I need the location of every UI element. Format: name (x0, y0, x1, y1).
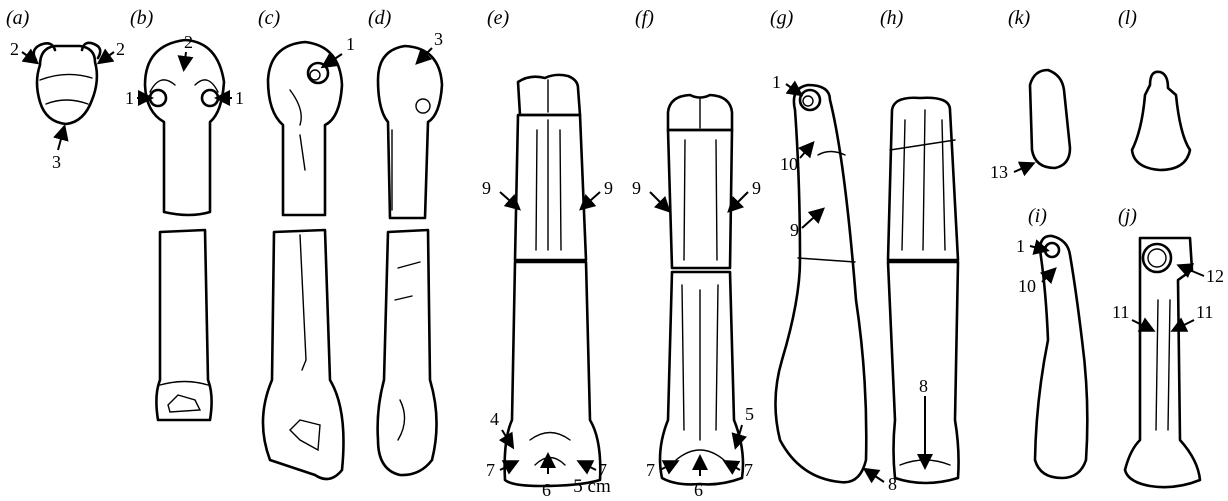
panel-label-j: (j) (1118, 205, 1137, 227)
label-b-1-right: 1 (235, 88, 244, 108)
label-h-8: 8 (919, 376, 928, 396)
label-j-11-left: 11 (1112, 302, 1129, 322)
panel-label-a: (a) (6, 7, 30, 29)
label-b-1-left: 1 (125, 88, 134, 108)
label-e-4: 4 (490, 409, 499, 429)
label-i-10: 10 (1018, 276, 1036, 296)
label-k-13: 13 (990, 162, 1008, 182)
label-a-3: 3 (52, 152, 61, 172)
label-j-11-right: 11 (1196, 302, 1213, 322)
annotation-arrows (22, 48, 1204, 482)
label-j-12: 12 (1206, 266, 1224, 286)
label-f-7-left: 7 (646, 460, 655, 480)
panel-label-i: (i) (1028, 205, 1047, 227)
bone-i (1035, 236, 1087, 478)
bone-l (1132, 72, 1190, 170)
bone-e (505, 75, 601, 486)
label-f-7-right: 7 (744, 460, 753, 480)
label-e-7-left: 7 (486, 460, 495, 480)
panel-label-c: (c) (258, 7, 281, 29)
label-e-6: 6 (542, 480, 551, 500)
label-a-2-right: 2 (116, 39, 125, 59)
label-a-2-left: 2 (10, 39, 19, 59)
label-d-3: 3 (434, 29, 443, 49)
bone-k (1030, 70, 1070, 168)
label-c-1: 1 (346, 34, 355, 54)
label-e-9-right: 9 (604, 178, 613, 198)
label-i-1: 1 (1016, 236, 1025, 256)
bone-c (263, 42, 344, 479)
panel-label-d: (d) (368, 7, 392, 29)
panel-label-b: (b) (130, 7, 154, 29)
panel-label-h: (h) (880, 7, 904, 29)
label-g-8: 8 (888, 474, 897, 494)
panel-label-f: (f) (635, 7, 654, 29)
bone-d (378, 46, 442, 475)
label-f-9-right: 9 (752, 178, 761, 198)
scale-label: 5 cm (573, 476, 611, 497)
panel-label-l: (l) (1118, 7, 1137, 29)
panel-label-g: (g) (770, 7, 794, 29)
panel-label-e: (e) (487, 7, 510, 29)
label-f-5: 5 (745, 404, 754, 424)
bone-a (34, 43, 101, 124)
label-e-9-left: 9 (482, 178, 491, 198)
label-f-6: 6 (694, 480, 703, 500)
panel-labels: (a) (b) (c) (d) (e) (f) (g) (h) (k) (l) … (6, 7, 1137, 227)
label-b-2: 2 (184, 32, 193, 52)
bone-f (660, 95, 743, 484)
label-g-1: 1 (772, 72, 781, 92)
bone-j (1125, 238, 1200, 487)
label-f-9-left: 9 (632, 178, 641, 198)
panel-label-k: (k) (1008, 7, 1031, 29)
bone-h (888, 98, 959, 483)
label-g-10: 10 (780, 154, 798, 174)
bone-g (775, 85, 866, 482)
label-g-9: 9 (790, 220, 799, 240)
bone-b (145, 40, 224, 420)
